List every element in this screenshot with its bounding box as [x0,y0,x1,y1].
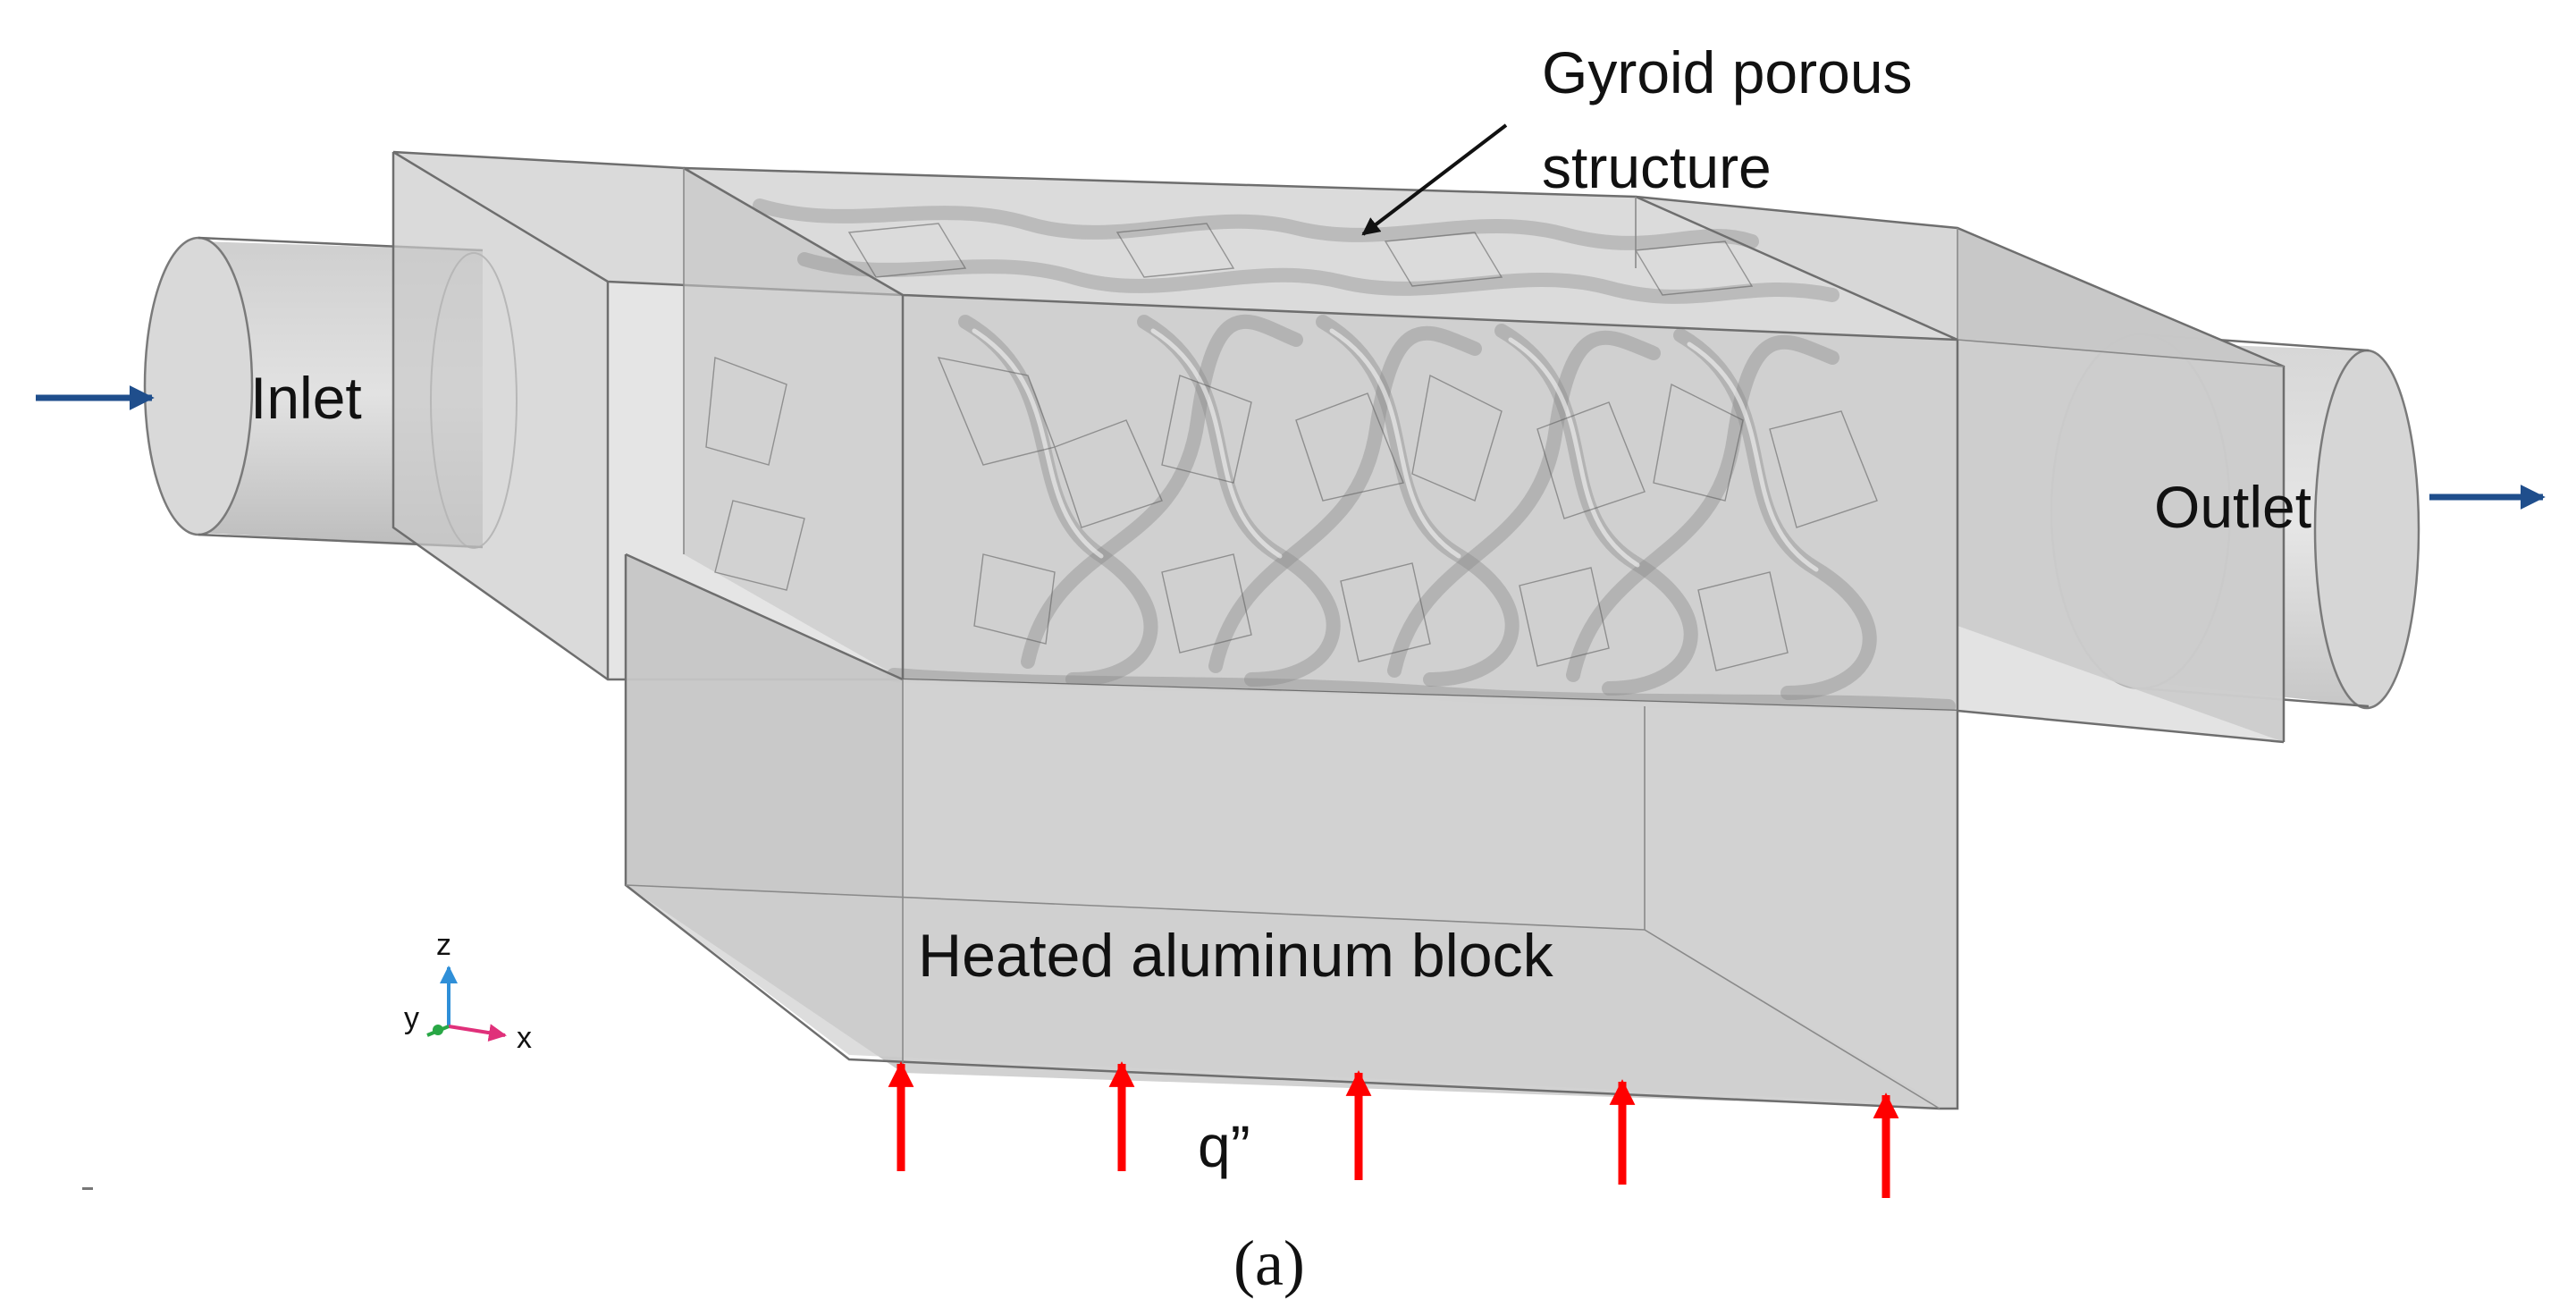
y-axis-label: y [404,1001,419,1035]
figure-caption: (a) [1233,1227,1305,1299]
x-axis-label: x [517,1021,532,1055]
gyroid-pointer-arrow [1361,123,1508,236]
x-axis-line [448,1024,507,1042]
heat-flux-arrows [888,1061,1899,1198]
gyroid-channel [683,166,1959,713]
outlet-label: Outlet [2154,474,2311,540]
inlet-label: Inlet [250,365,362,431]
axis-triad: z y x [404,928,532,1055]
outlet-manifold [1635,195,2286,744]
axis-origin [433,1025,443,1035]
z-axis-label: z [436,928,451,962]
gyroid-label-line-2: structure [1542,134,1772,200]
block-label: Heated aluminum block [918,922,1554,990]
gyroid-label: Gyroid porous structure [1542,39,1929,200]
heat-flux-label: q” [1198,1113,1250,1179]
aluminum-block [624,553,1959,1110]
gyroid-label-line-1: Gyroid porous [1542,39,1913,105]
small-dash-mark [82,1187,93,1190]
